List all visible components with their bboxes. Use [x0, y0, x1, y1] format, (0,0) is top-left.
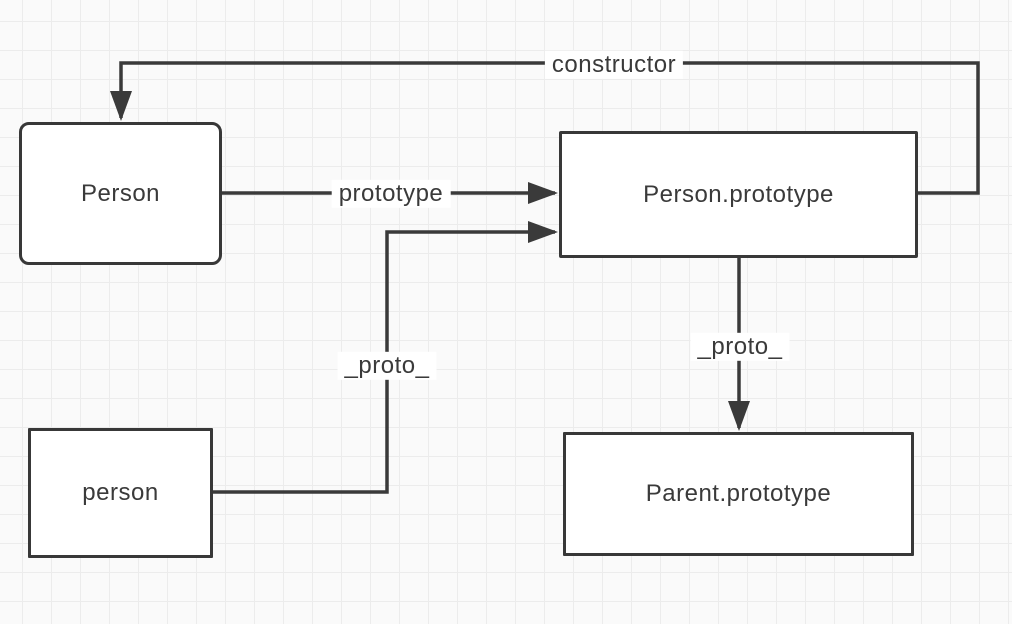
node-parent-prototype: Parent.prototype — [563, 432, 914, 556]
node-person-label: Person — [80, 179, 161, 207]
edge-label-proto-to-parent: _proto_ — [690, 332, 790, 362]
edge-label-constructor: constructor — [544, 50, 684, 80]
edge-label-proto-from-instance: _proto_ — [337, 351, 437, 381]
node-person: Person — [19, 122, 222, 265]
node-person-instance: person — [28, 428, 213, 558]
node-person-prototype-label: Person.prototype — [643, 180, 834, 208]
node-person-instance-label: person — [82, 479, 159, 506]
node-person-prototype: Person.prototype — [559, 131, 918, 258]
node-parent-prototype-label: Parent.prototype — [645, 480, 832, 507]
edge-label-prototype: prototype — [331, 179, 451, 209]
edge-constructor-line — [110, 61, 980, 195]
